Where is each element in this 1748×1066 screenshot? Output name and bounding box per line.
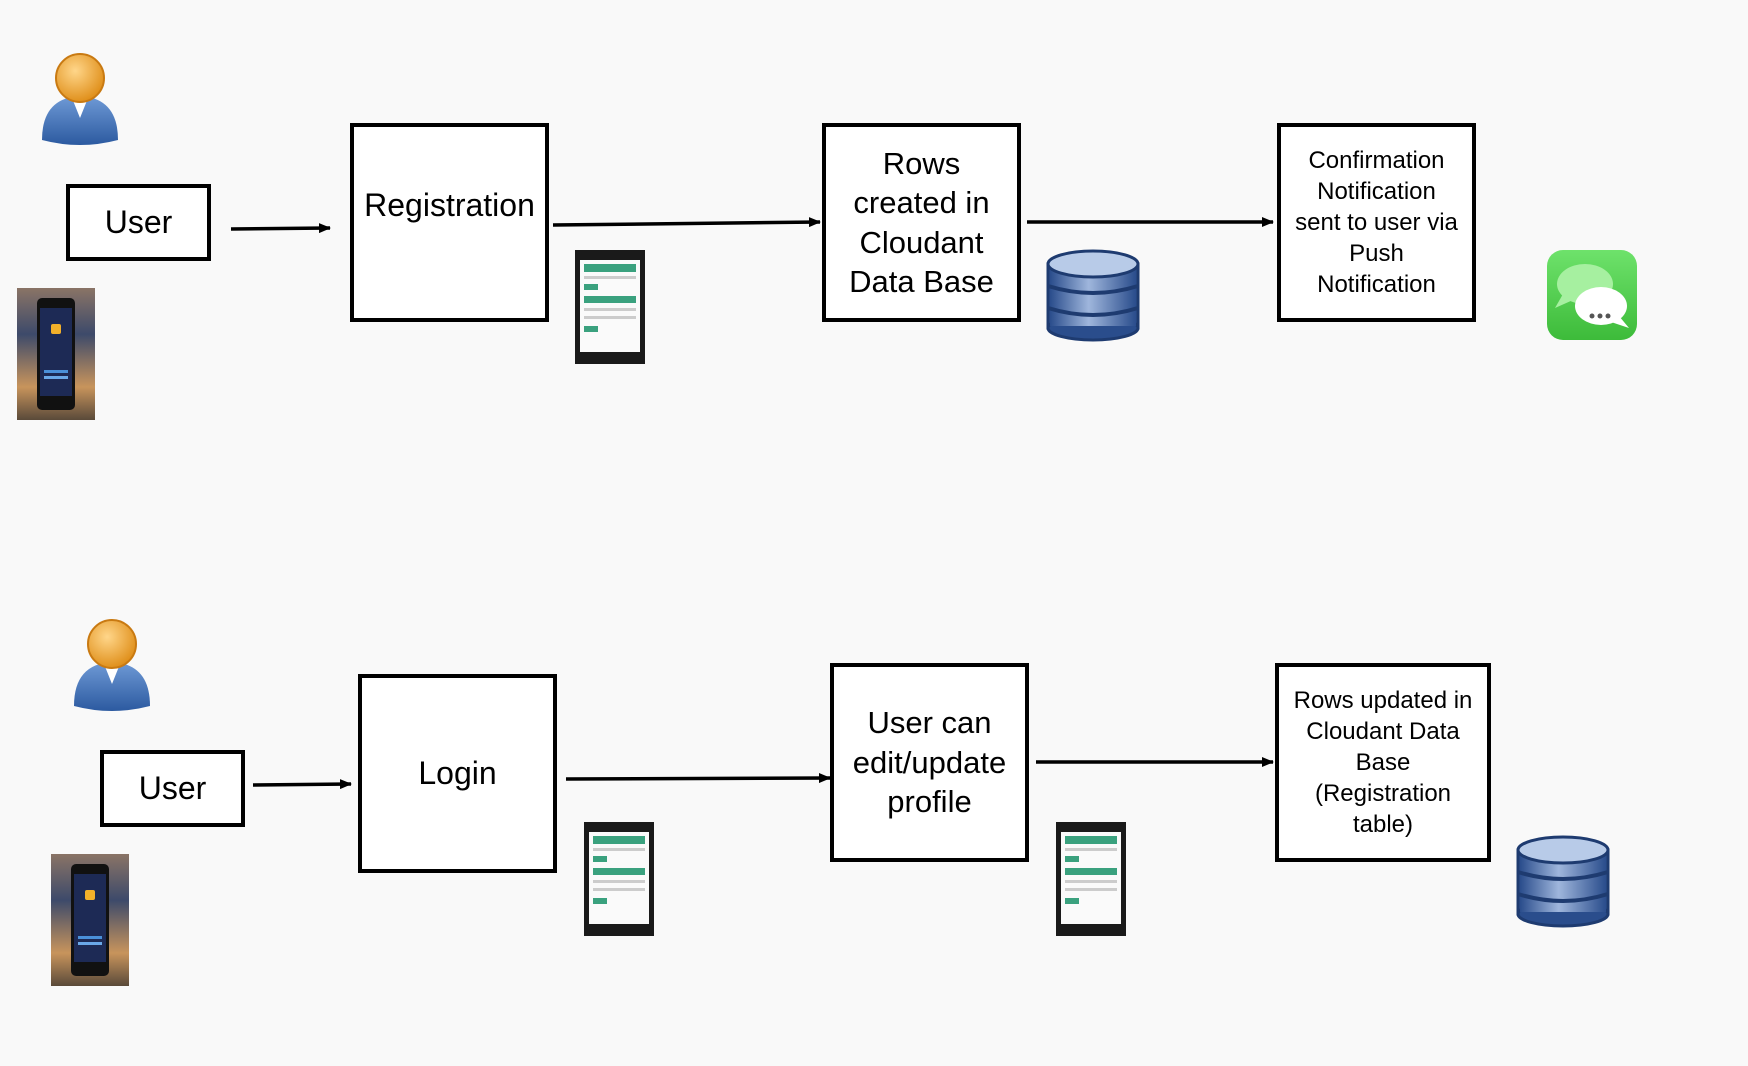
- database-icon: [1046, 249, 1140, 342]
- app-screenshot-icon: [575, 250, 645, 364]
- edit-profile-label: User can edit/update profile: [852, 705, 1007, 820]
- rows-updated-box: Rows updated in Cloudant Data Base (Regi…: [1275, 663, 1491, 862]
- login-box: Login: [358, 674, 557, 873]
- rows-created-label: Rows created in Cloudant Data Base: [849, 145, 994, 299]
- app-screenshot-icon: [584, 822, 654, 936]
- confirmation-notification-label: Confirmation Notification sent to user v…: [1295, 146, 1458, 299]
- rows-created-box: Rows created in Cloudant Data Base: [822, 123, 1021, 322]
- arrow-user-to-registration: [230, 223, 331, 234]
- messages-bubble-icon: [1547, 250, 1637, 340]
- registration-label: Registration: [364, 187, 535, 223]
- database-icon: [1516, 835, 1610, 928]
- app-screenshot-icon: [1056, 822, 1126, 936]
- confirmation-notification-box: Confirmation Notification sent to user v…: [1277, 123, 1476, 322]
- user-avatar-icon: [74, 619, 150, 711]
- arrow-user-to-login: [252, 779, 352, 790]
- login-label: Login: [418, 754, 497, 791]
- registration-box: Registration: [350, 123, 549, 322]
- mobile-phone-icon: [51, 854, 129, 986]
- arrow-registration-to-rows-created: [552, 217, 821, 228]
- user-label: User: [104, 203, 173, 240]
- user-avatar-icon: [42, 53, 118, 145]
- edit-profile-box: User can edit/update profile: [830, 663, 1029, 862]
- user-label: User: [138, 769, 207, 806]
- user-box: User: [66, 184, 211, 261]
- rows-updated-label: Rows updated in Cloudant Data Base (Regi…: [1293, 686, 1473, 839]
- user-box: User: [100, 750, 245, 827]
- mobile-phone-icon: [17, 288, 95, 420]
- arrow-login-to-edit-profile: [565, 773, 831, 784]
